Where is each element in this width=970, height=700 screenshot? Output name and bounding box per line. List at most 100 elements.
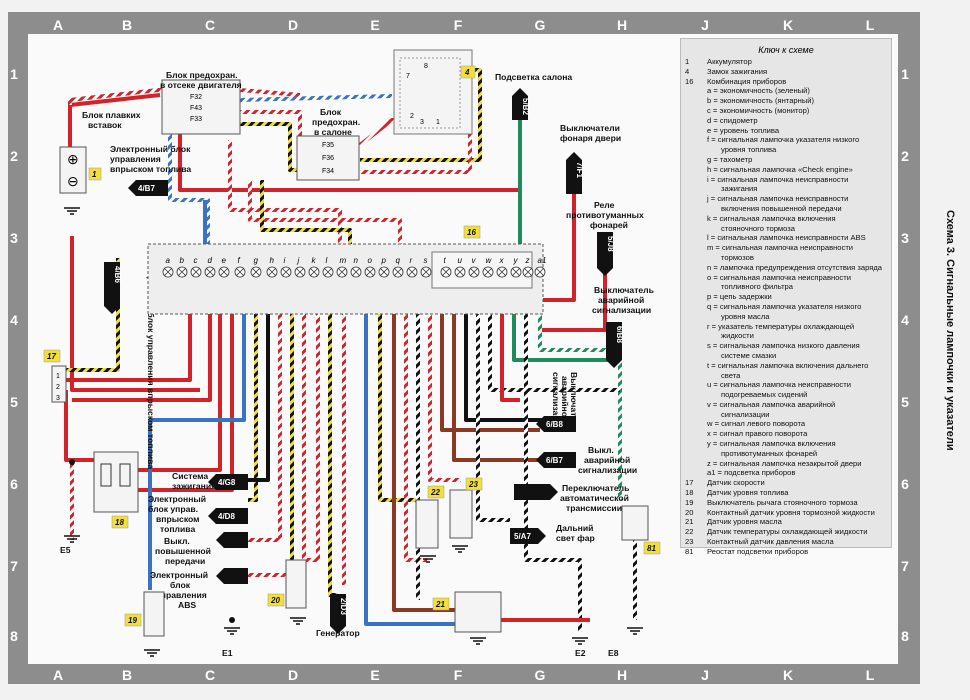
hazard-switch-label-3: сигнализации <box>592 305 651 315</box>
wire <box>68 88 301 105</box>
legend-title: Ключ к схеме <box>758 45 814 55</box>
legend-item-text: подогреваемых сидений <box>721 390 808 400</box>
grid-row-8-right: 8 <box>901 628 909 644</box>
cluster-lamp: g <box>250 256 262 278</box>
sensor-19: 19 <box>124 591 165 637</box>
wire <box>440 314 540 432</box>
cluster-lamp: t <box>440 256 452 278</box>
legend-item-text: уровня масла <box>721 311 770 321</box>
legend-item-id: 21 <box>685 517 694 527</box>
cluster-lamp-letter: d <box>208 256 213 265</box>
component-1-number: 1 <box>92 170 97 179</box>
rheostat-81: 81 <box>621 505 661 555</box>
cluster-lamp: x <box>496 256 508 278</box>
legend-item-id: 4 <box>685 66 690 76</box>
ignition-pin-3: 3 <box>420 119 424 126</box>
grid-row-2: 2 <box>10 148 18 164</box>
grid-row-4: 4 <box>10 312 18 328</box>
courtesy-light-label: Подсветка салона <box>495 72 572 82</box>
overdrive-arrow <box>216 532 248 548</box>
cluster-lamp-letter: o <box>368 256 373 265</box>
grid-row-1: 1 <box>10 66 18 82</box>
ground-symbol <box>224 627 240 635</box>
wire <box>524 314 582 632</box>
wire <box>148 314 246 590</box>
grid-col-l-bottom: L <box>865 667 875 683</box>
legend-item: a1 = подсветка приборов <box>681 468 891 478</box>
legend-item: u = сигнальная лампочка неисправности <box>681 380 891 390</box>
ref-arrow-5b2: 5/B2 <box>512 88 530 120</box>
legend-item-id: 23 <box>685 537 694 547</box>
wire <box>538 314 622 500</box>
high-beam-label-1: Дальний <box>556 523 593 533</box>
cluster-lamp-letter: g <box>254 256 259 265</box>
legend-item: k = сигнальная лампочка включения <box>681 214 891 224</box>
ground-symbol <box>470 637 486 645</box>
legend-item-id: 81 <box>685 546 694 556</box>
wire <box>512 314 620 362</box>
fuse-f35-label: F35 <box>322 142 334 149</box>
legend-item-text: d = спидометр <box>707 115 758 125</box>
ground-symbol <box>572 637 588 645</box>
cluster-lamp-letter: v <box>472 256 477 265</box>
grid-col-h: H <box>616 17 628 33</box>
sensor-17-pin-2: 2 <box>56 384 60 391</box>
door-switches-label-2: фонаря двери <box>560 133 621 143</box>
cluster-lamp-letter: m <box>340 256 347 265</box>
legend-item-text: Контактный датчик уровня тормозной жидко… <box>707 507 875 517</box>
hazard-switch-2-label-3: сигнализации <box>578 465 637 475</box>
reference-arrows: 4/B74/B65/B27/F15/J86/B86/B86/B74/G84/D8… <box>104 88 624 634</box>
wire <box>378 314 416 502</box>
fuse-box-cabin-label-3: в салоне <box>314 127 352 137</box>
injection-ecu-label-2: управления <box>110 154 161 164</box>
grid-col-b-bottom: B <box>121 667 133 683</box>
ignition-switch <box>393 49 473 135</box>
legend-item-text: q = сигнальная лампочка указателя низког… <box>707 301 862 311</box>
ref-arrow-4b6-label: 4/B6 <box>113 266 122 283</box>
grid-col-k: K <box>782 17 794 33</box>
legend-item: d = спидометр <box>681 116 891 126</box>
legend-item-text: уровня топлива <box>721 145 777 155</box>
high-beam-label-2: свет фар <box>556 533 595 543</box>
legend-item: системе смазки <box>681 351 891 361</box>
wire <box>240 110 302 140</box>
ground-e1-label: E1 <box>222 648 233 658</box>
ground-symbol <box>452 545 468 553</box>
fog-relay-label-1: Реле <box>594 200 615 210</box>
grid-row-6: 6 <box>10 476 18 492</box>
cluster-lamp-letter: h <box>270 256 275 265</box>
cluster-lamp: w <box>482 256 494 278</box>
grid-col-f: F <box>453 17 463 33</box>
hazard-switch-vertical-label-3: сигнализации <box>551 372 561 431</box>
grid-col-k-bottom: K <box>782 667 794 683</box>
component-22-number: 22 <box>430 488 440 497</box>
legend-item-text: b = экономичность (янтарный) <box>707 96 815 106</box>
wire <box>452 314 540 462</box>
legend-item-text: c = экономичность (монитор) <box>707 105 810 115</box>
wire <box>464 314 560 422</box>
component-21-number: 21 <box>435 600 445 609</box>
hazard-switch-label-1: Выключатель <box>594 285 654 295</box>
injection-ecu-label-3: впрыском топлива <box>110 164 191 174</box>
fog-relay-label-2: противотуманных <box>566 210 644 220</box>
legend-item-text: p = цепь задержки <box>707 292 772 302</box>
ref-arrow-4b7-label: 4/B7 <box>138 184 155 193</box>
legend-item: i = сигнальная лампочка неисправности <box>681 175 891 185</box>
legend-item-text: Комбинация приборов <box>707 76 787 86</box>
grid-col-a: A <box>52 17 64 33</box>
legend-item-id: 19 <box>685 497 694 507</box>
grid-col-f-bottom: F <box>453 667 463 683</box>
legend-item-text: Датчик температуры охлаждающей жидкости <box>707 527 868 537</box>
fuse-f36-label: F36 <box>322 155 334 162</box>
legend-item-text: включения повышенной передачи <box>721 203 842 213</box>
grid-row-2-right: 2 <box>901 148 909 164</box>
cluster-lamp: v <box>468 256 480 278</box>
grid-col-j: J <box>701 17 709 33</box>
hazard-switch-label-2: аварийной <box>598 295 644 305</box>
legend-item-text: t = сигнальная лампочка включения дальне… <box>707 360 869 370</box>
ref-arrow-4g8: 4/G8 <box>208 474 248 490</box>
wire <box>540 270 607 332</box>
